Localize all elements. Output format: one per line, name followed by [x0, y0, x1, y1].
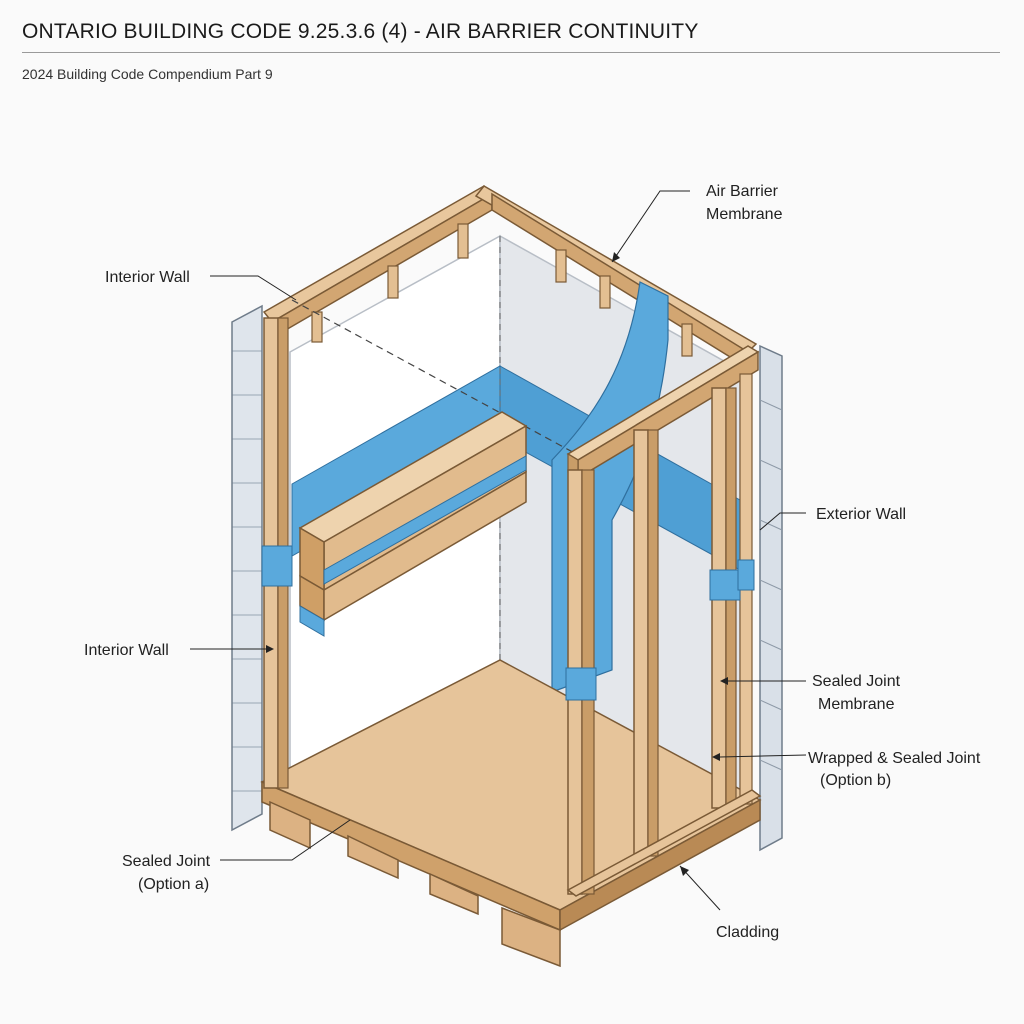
alignment-dashed-line: [291, 299, 581, 457]
label-exterior-wall: Exterior Wall: [816, 506, 906, 523]
exterior-wall-cladding: [759, 344, 783, 852]
label-interior-wall-top: Interior Wall: [105, 269, 190, 286]
title-divider: [22, 52, 1000, 53]
leader-arrowheads: [266, 252, 728, 876]
front-bottom-plate: [566, 789, 762, 897]
header-beam: [298, 411, 528, 637]
label-wrapped-joint-line1: Wrapped & Sealed Joint: [808, 750, 981, 767]
top-cripple-studs: [311, 223, 693, 357]
label-wrapped-joint-line2: (Option b): [820, 772, 891, 789]
label-interior-wall-left: Interior Wall: [84, 642, 169, 659]
leader-lines: [190, 190, 807, 911]
label-sealed-joint-a-line1: Sealed Joint: [122, 853, 211, 870]
page-title: ONTARIO BUILDING CODE 9.25.3.6 (4) - AIR…: [22, 20, 699, 43]
label-air-barrier-line2: Membrane: [706, 206, 783, 223]
left-cladding: [231, 304, 263, 832]
page-subtitle: 2024 Building Code Compendium Part 9: [22, 66, 273, 82]
left-stud-wrap: [261, 545, 293, 587]
label-sealed-joint-membrane-line2: Membrane: [818, 696, 895, 713]
label-cladding: Cladding: [716, 924, 779, 941]
floor-joists: [269, 800, 561, 968]
label-sealed-joint-membrane-line1: Sealed Joint: [812, 673, 901, 690]
label-sealed-joint-a-line2: (Option a): [138, 876, 209, 893]
front-stud-wraps: [565, 559, 755, 701]
label-air-barrier-line1: Air Barrier: [706, 183, 779, 200]
